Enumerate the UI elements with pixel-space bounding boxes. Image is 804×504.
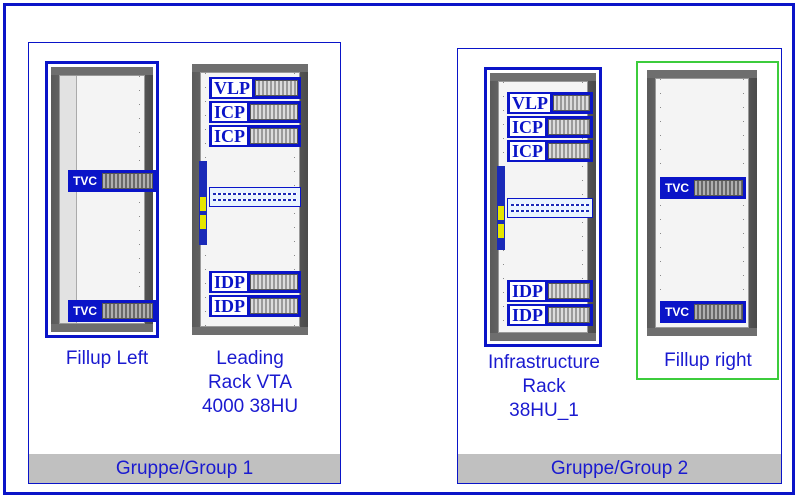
rack-caption-fillup-left: Fillup Left [65, 348, 149, 369]
group-footer: Gruppe/Group 2 [458, 454, 781, 483]
device-idp-2[interactable]: IDP [507, 304, 593, 326]
device-tvc-2[interactable]: TVC [68, 300, 156, 322]
device-icp-1[interactable]: ICP [209, 101, 301, 123]
rack-fillup-right-selection[interactable] [636, 61, 779, 380]
device-vlp[interactable]: VLP [507, 92, 593, 114]
rack-cabinet [51, 67, 153, 332]
device-icp-2[interactable]: ICP [507, 140, 593, 162]
device-icp-1[interactable]: ICP [507, 116, 593, 138]
device-idp-2[interactable]: IDP [209, 295, 301, 317]
device-idp-1[interactable]: IDP [507, 280, 593, 302]
canvas-frame: TVC TVC Fillup Left VLP ICP [3, 3, 795, 495]
rack-fillup-left[interactable]: TVC TVC [45, 61, 159, 338]
device-vlp[interactable]: VLP [209, 77, 301, 99]
rack-leading[interactable]: VLP ICP ICP IDP IDP [189, 61, 311, 338]
patch-panel[interactable] [507, 198, 593, 218]
patch-panel[interactable] [209, 187, 301, 207]
device-tvc-1[interactable]: TVC [660, 177, 746, 199]
device-tvc-1[interactable]: TVC [68, 170, 156, 192]
group-footer: Gruppe/Group 1 [29, 454, 340, 483]
group-2[interactable]: VLP ICP ICP IDP IDP Infrastructure Ra [457, 48, 782, 484]
group-1[interactable]: TVC TVC Fillup Left VLP ICP [28, 42, 341, 484]
device-idp-1[interactable]: IDP [209, 271, 301, 293]
rack-caption-infrastructure: Infrastructure Rack 38HU_1 [488, 352, 600, 421]
rack-caption-leading: Leading Rack VTA 4000 38HU [201, 348, 299, 417]
rack-caption-fillup-right: Fillup right [664, 350, 752, 371]
device-tvc-2[interactable]: TVC [660, 301, 746, 323]
power-strip [497, 166, 505, 250]
rack-fillup-right[interactable]: TVC TVC [644, 67, 760, 339]
device-icp-2[interactable]: ICP [209, 125, 301, 147]
power-strip [199, 161, 207, 245]
rack-infrastructure[interactable]: VLP ICP ICP IDP IDP [484, 67, 602, 347]
rack-cabinet [647, 70, 757, 336]
